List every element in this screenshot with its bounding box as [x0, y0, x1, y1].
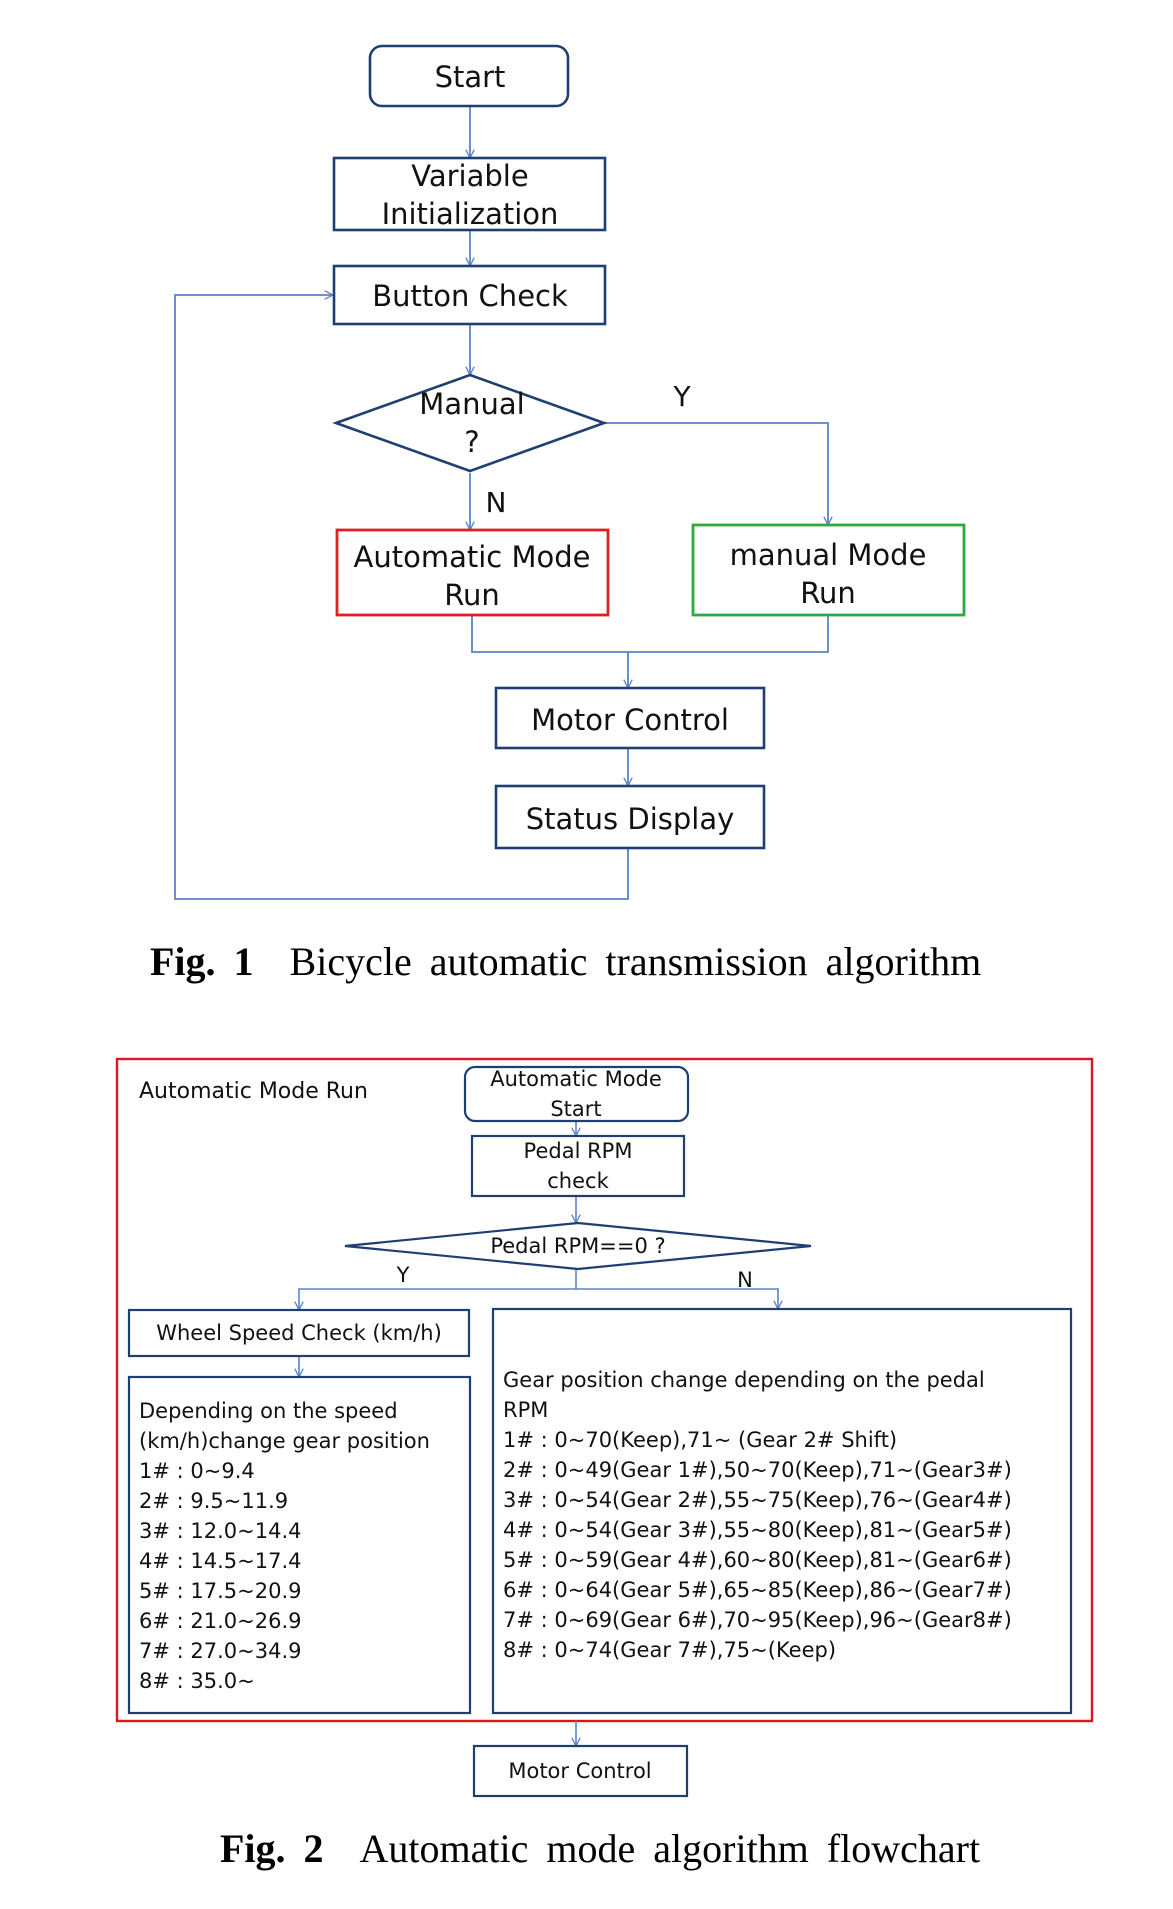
node-label-line: ?: [464, 425, 479, 459]
node-label-line: Variable: [411, 159, 528, 193]
button-check-label: Button Check: [372, 279, 568, 313]
start-node-label: Start: [435, 60, 506, 94]
manual-decision-node: [332, 373, 608, 473]
table-line: 4# : 14.5~17.4: [139, 1549, 302, 1573]
node-label-line: Start: [435, 60, 506, 94]
rpm-gear-table-box: [491, 1307, 1073, 1715]
table-line: 8# : 35.0~: [139, 1669, 255, 1693]
node-label-line: Run: [800, 576, 856, 610]
figure1-connectors: [174, 106, 829, 900]
manual-mode-node: [691, 523, 966, 617]
table-line: 7# : 27.0~34.9: [139, 1639, 302, 1663]
node-label-line: Pedal RPM: [524, 1139, 633, 1163]
arrow-manual-yes: [604, 422, 828, 525]
node-label-line: Run: [444, 578, 500, 612]
rpm-gear-table-text: Gear position change depending on the pe…: [503, 1368, 1012, 1662]
table-line: 7# : 0~69(Gear 6#),70~95(Keep),96~(Gear8…: [503, 1608, 1012, 1632]
figure1-caption-text: Bicycle automatic transmission algorithm: [289, 939, 982, 984]
table-line: (km/h)change gear position: [139, 1429, 430, 1453]
variable-init-node: [332, 156, 607, 232]
node-label-line: manual Mode: [730, 538, 927, 572]
button-check-node: [332, 264, 607, 326]
automatic-mode-frame: [115, 1057, 1094, 1723]
table-line: 3# : 0~54(Gear 2#),55~75(Keep),76~(Gear4…: [503, 1488, 1012, 1512]
pedal-rpm-check-label: Pedal RPM check: [524, 1139, 633, 1193]
automatic-mode-node: [335, 528, 610, 617]
table-line: 8# : 0~74(Gear 7#),75~(Keep): [503, 1638, 836, 1662]
node-label-line: Motor Control: [531, 703, 729, 737]
node-label-line: Status Display: [526, 802, 735, 836]
motor-control-node: [472, 1744, 689, 1798]
node-label-line: Automatic Mode: [490, 1067, 662, 1091]
table-line: Depending on the speed: [139, 1399, 398, 1423]
speed-gear-table-box: [127, 1375, 472, 1715]
yes-label: Y: [672, 380, 691, 413]
arrow-decision-yes: [299, 1288, 576, 1310]
node-label-line: Initialization: [382, 197, 559, 231]
table-line: Gear position change depending on the pe…: [503, 1368, 985, 1392]
pedal-rpm-decision-node: [344, 1221, 812, 1271]
no-label: N: [737, 1268, 753, 1292]
pedal-rpm-decision-label: Pedal RPM==0 ?: [490, 1234, 665, 1258]
node-label-line: Automatic Mode: [354, 540, 591, 574]
node-label-line: Start: [550, 1097, 601, 1121]
node-label-line: Button Check: [372, 279, 568, 313]
table-line: 2# : 0~49(Gear 1#),50~70(Keep),71~(Gear3…: [503, 1458, 1012, 1482]
figure1-caption: Fig. 1 Bicycle automatic transmission al…: [150, 938, 981, 985]
node-label-line: Pedal RPM==0 ?: [490, 1234, 665, 1258]
auto-start-node: [463, 1065, 690, 1123]
table-line: 4# : 0~54(Gear 3#),55~80(Keep),81~(Gear5…: [503, 1518, 1012, 1542]
no-label: N: [486, 486, 507, 519]
motor-control-node: [494, 686, 766, 750]
node-label-line: Manual: [419, 387, 524, 421]
figure2-caption-label: Fig. 2: [220, 1826, 324, 1871]
table-line: RPM: [503, 1398, 548, 1422]
figure2-caption-text: Automatic mode algorithm flowchart: [359, 1826, 981, 1871]
table-line: 1# : 0~9.4: [139, 1459, 255, 1483]
table-line: 5# : 0~59(Gear 4#),60~80(Keep),81~(Gear6…: [503, 1548, 1012, 1572]
manual-decision-label: Manual?: [419, 387, 524, 459]
node-label-line: Wheel Speed Check (km/h): [156, 1321, 442, 1345]
table-line: 2# : 9.5~11.9: [139, 1489, 288, 1513]
table-line: 5# : 17.5~20.9: [139, 1579, 302, 1603]
figure2-connectors: [299, 1121, 778, 1746]
line-auto-to-merge: [471, 615, 628, 653]
node-label-line: Motor Control: [508, 1759, 651, 1783]
status-display-node: [494, 784, 766, 850]
speed-gear-table-text: Depending on the speed (km/h)change gear …: [139, 1399, 430, 1693]
figure1-caption-label: Fig. 1: [150, 939, 254, 984]
table-line: 3# : 12.0~14.4: [139, 1519, 302, 1543]
table-line: 1# : 0~70(Keep),71~ (Gear 2# Shift): [503, 1428, 897, 1452]
start-node: [368, 44, 570, 108]
motor-control-label: Motor Control: [508, 1759, 651, 1783]
arrow-loop-back: [174, 295, 629, 900]
wheel-speed-check-label: Wheel Speed Check (km/h): [156, 1321, 442, 1345]
motor-control-label: Motor Control: [531, 703, 729, 737]
wheel-speed-check-node: [127, 1308, 471, 1358]
figure2-caption: Fig. 2 Automatic mode algorithm flowchar…: [220, 1825, 980, 1872]
frame-title: Automatic Mode Run: [139, 1079, 368, 1104]
arrow-decision-no: [576, 1288, 778, 1309]
status-display-label: Status Display: [526, 802, 735, 836]
pedal-rpm-check-node: [470, 1134, 686, 1198]
line-manual-to-merge: [628, 615, 829, 653]
yes-label: Y: [396, 1263, 410, 1287]
table-line: 6# : 21.0~26.9: [139, 1609, 302, 1633]
table-line: 6# : 0~64(Gear 5#),65~85(Keep),86~(Gear7…: [503, 1578, 1012, 1602]
node-label-line: check: [547, 1169, 609, 1193]
